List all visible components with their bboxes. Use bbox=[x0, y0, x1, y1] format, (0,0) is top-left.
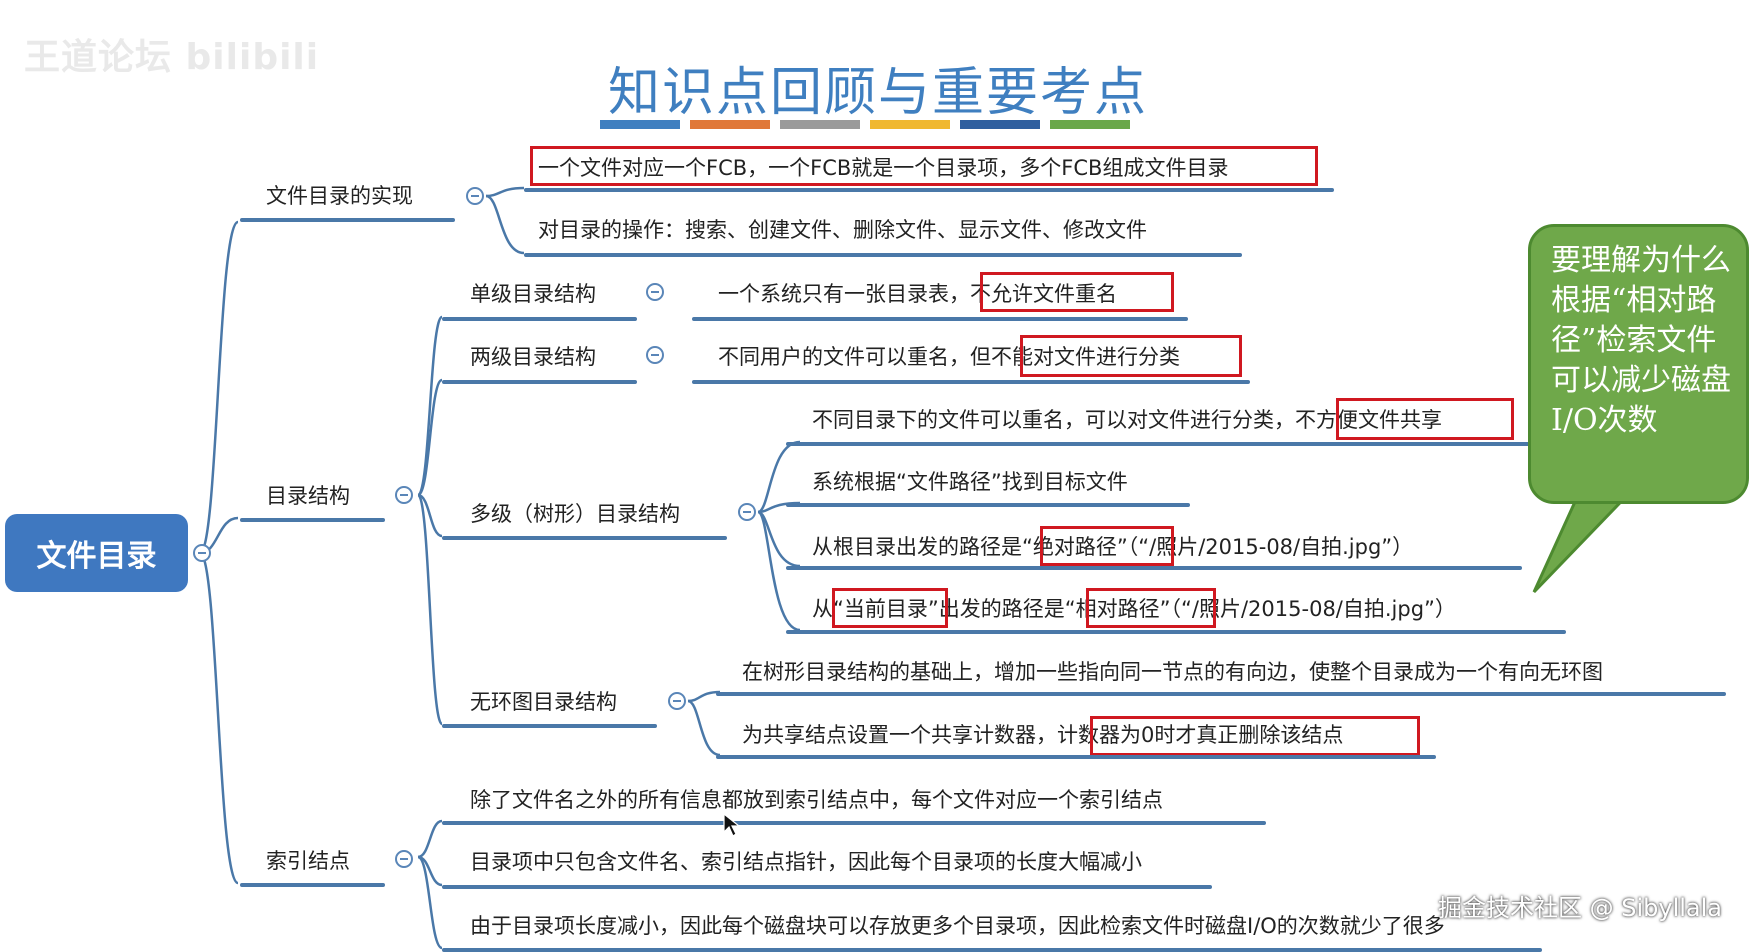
acyclic-line-2-underline bbox=[716, 755, 1436, 759]
branch-struct-collapse-icon[interactable] bbox=[395, 486, 413, 504]
acyclic-line-2-highlight bbox=[1090, 716, 1420, 756]
multi-line-3: 从根目录出发的路径是“绝对路径”（“/照片/2015-08/自拍.jpg”） bbox=[812, 533, 1413, 561]
branch-inode-underline bbox=[240, 883, 385, 887]
acyclic-line-1: 在树形目录结构的基础上，增加一些指向同一节点的有向边，使整个目录成为一个有向无环… bbox=[742, 660, 1603, 684]
multi-line-3-a: 从根目录出发的路径是 bbox=[812, 535, 1022, 559]
branch-impl-label: 文件目录的实现 bbox=[266, 184, 413, 208]
title-bar-5 bbox=[960, 120, 1040, 129]
callout-bubble: 要理解为什么根据“相对路径”检索文件可以减少磁盘I/O次数 bbox=[1528, 224, 1749, 504]
title-bar-1 bbox=[600, 120, 680, 129]
title-bar-3 bbox=[780, 120, 860, 129]
two-level-collapse-icon[interactable] bbox=[646, 346, 664, 364]
single-level-text-underline bbox=[692, 317, 1188, 321]
impl-item-fcb-highlight bbox=[530, 146, 1318, 186]
acyclic-label: 无环图目录结构 bbox=[470, 690, 617, 714]
branch-struct-label: 目录结构 bbox=[266, 484, 350, 508]
branch-inode-collapse-icon[interactable] bbox=[395, 850, 413, 868]
multi-line-3-underline bbox=[786, 566, 1522, 570]
multi-line-2-underline bbox=[786, 503, 1190, 507]
two-level-highlight bbox=[1020, 335, 1242, 377]
multi-line-3-b: “绝对路径” bbox=[1022, 535, 1128, 559]
impl-item-ops-underline bbox=[524, 253, 1242, 257]
root-collapse-icon[interactable] bbox=[193, 544, 211, 562]
two-level-label: 两级目录结构 bbox=[470, 345, 596, 369]
multi-line-1: 不同目录下的文件可以重名，可以对文件进行分类，不方便文件共享 bbox=[812, 406, 1442, 434]
inode-line-1: 除了文件名之外的所有信息都放到索引结点中，每个文件对应一个索引结点 bbox=[470, 788, 1163, 812]
branch-impl-collapse-icon[interactable] bbox=[466, 187, 484, 205]
multi-line-4-a: 从 bbox=[812, 597, 833, 621]
multi-level-collapse-icon[interactable] bbox=[738, 503, 756, 521]
inode-line-3-underline bbox=[442, 948, 1542, 952]
impl-item-fcb: 一个文件对应一个FCB，一个FCB就是一个目录项，多个FCB组成文件目录 bbox=[538, 156, 1229, 180]
acyclic-line-2: 为共享结点设置一个共享计数器，计数器为0时才真正删除该结点 bbox=[742, 721, 1343, 749]
two-level-text-underline bbox=[692, 380, 1250, 384]
page-title: 知识点回顾与重要考点 bbox=[607, 63, 1148, 123]
multi-line-3-c: （“/照片/2015-08/自拍.jpg”） bbox=[1127, 535, 1414, 559]
acyclic-line-2-a: 为共享结点设置一个共享计数器， bbox=[742, 723, 1057, 747]
multi-line-4-e: （“/照片/2015-08/自拍.jpg”） bbox=[1170, 597, 1456, 621]
acyclic-collapse-icon[interactable] bbox=[668, 692, 686, 710]
title-bar-6 bbox=[1050, 120, 1130, 129]
multi-line-1-highlight bbox=[1336, 398, 1514, 440]
multi-line-4-highlight-relative bbox=[1086, 588, 1216, 628]
single-level-text: 一个系统只有一张目录表，不允许文件重名 bbox=[718, 280, 1117, 308]
acyclic-line-1-underline bbox=[716, 692, 1726, 696]
impl-item-fcb-underline bbox=[524, 188, 1334, 192]
branch-struct-underline bbox=[240, 518, 385, 522]
multi-line-4-c: 出发的路径是 bbox=[938, 597, 1065, 621]
two-level-text-a: 不同用户的文件可以重名，但 bbox=[718, 345, 991, 369]
multi-line-2: 系统根据“文件路径”找到目标文件 bbox=[812, 470, 1128, 494]
inode-line-3: 由于目录项长度减小，因此每个磁盘块可以存放更多个目录项，因此检索文件时磁盘I/O… bbox=[470, 914, 1445, 938]
impl-item-ops: 对目录的操作：搜索、创建文件、删除文件、显示文件、修改文件 bbox=[538, 218, 1147, 242]
branch-inode-label: 索引结点 bbox=[266, 849, 350, 873]
multi-line-4-b: “当前目录” bbox=[833, 597, 939, 621]
single-level-underline bbox=[442, 317, 637, 321]
branch-impl-underline bbox=[240, 218, 455, 222]
title-bar-2 bbox=[690, 120, 770, 129]
multi-line-4-underline bbox=[786, 630, 1566, 634]
single-level-highlight bbox=[980, 272, 1174, 312]
multi-line-3-highlight bbox=[1040, 526, 1174, 566]
inode-line-2-underline bbox=[442, 885, 1212, 889]
watermark-bottom-right: 掘金技术社区 @ Sibyllala bbox=[1438, 894, 1723, 922]
root-node[interactable]: 文件目录 bbox=[5, 514, 188, 592]
single-level-label: 单级目录结构 bbox=[470, 282, 596, 306]
multi-line-1-underline bbox=[786, 442, 1530, 446]
acyclic-line-2-b: 计数器为0时才真正删除该结点 bbox=[1057, 723, 1344, 747]
multi-level-label: 多级（树形）目录结构 bbox=[470, 502, 680, 526]
inode-line-2: 目录项中只包含文件名、索引结点指针，因此每个目录项的长度大幅减小 bbox=[470, 850, 1142, 874]
inode-line-1-underline bbox=[442, 821, 1266, 825]
mouse-cursor-icon bbox=[723, 812, 741, 837]
multi-line-4: 从“当前目录”出发的路径是“相对路径”（“/照片/2015-08/自拍.jpg”… bbox=[812, 595, 1456, 623]
multi-line-4-highlight-current bbox=[832, 588, 948, 628]
two-level-underline bbox=[442, 380, 637, 384]
watermark-top-left: 王道论坛 bilibili bbox=[24, 37, 320, 78]
multi-level-underline bbox=[442, 536, 727, 540]
acyclic-underline bbox=[442, 724, 657, 728]
single-level-text-b: 不允许文件重名 bbox=[970, 282, 1117, 306]
multi-line-4-d: “相对路径” bbox=[1064, 597, 1171, 621]
multi-line-1-a: 不同目录下的文件可以重名，可以对文件进行分类， bbox=[812, 408, 1295, 432]
single-level-collapse-icon[interactable] bbox=[646, 283, 664, 301]
single-level-text-a: 一个系统只有一张目录表， bbox=[718, 282, 970, 306]
multi-line-1-b: 不方便文件共享 bbox=[1295, 408, 1442, 432]
title-bar-4 bbox=[870, 120, 950, 129]
